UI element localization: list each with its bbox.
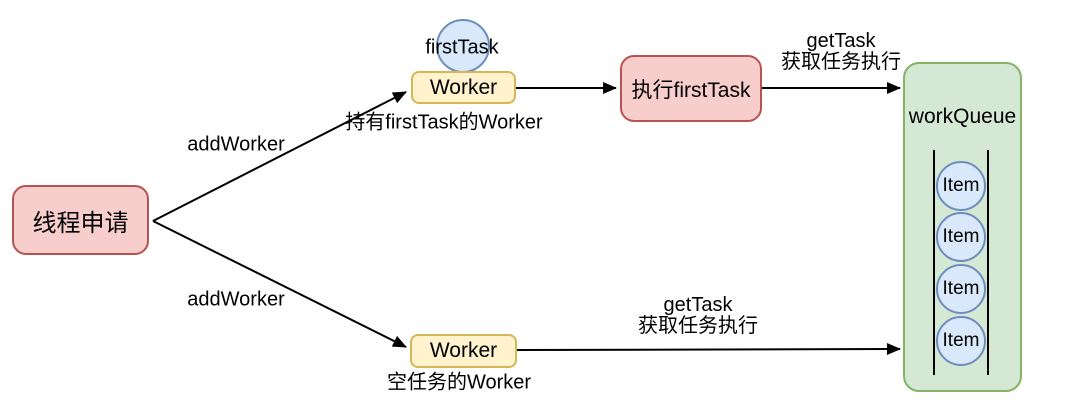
exec-first-task-node: 执行firstTask — [620, 55, 762, 122]
thread-request-node: 线程申请 — [12, 185, 149, 255]
edge-label-gettask-bottom: getTask 获取任务执行 — [638, 295, 758, 337]
edge-label-addworker-bottom: addWorker — [187, 288, 285, 311]
worker-bottom-node: Worker — [410, 334, 517, 368]
queue-item: Item — [936, 316, 986, 366]
queue-item: Item — [936, 212, 986, 262]
first-task-label: firstTask — [425, 36, 499, 59]
work-queue-label: workQueue — [908, 105, 1017, 128]
worker-top-node: Worker — [411, 71, 516, 104]
queue-item: Item — [936, 161, 986, 211]
arrow-gettask-bottom — [516, 343, 901, 356]
edge-label-gettask-top: getTask 获取任务执行 — [781, 31, 901, 73]
worker-bottom-caption: 空任务的Worker — [386, 371, 532, 394]
edge-label-addworker-top: addWorker — [187, 133, 285, 156]
edge-label-gettask-top-line2: 获取任务执行 — [781, 51, 901, 73]
edge-label-gettask-bottom-line2: 获取任务执行 — [638, 315, 758, 337]
edge-label-gettask-bottom-line1: getTask — [663, 294, 733, 316]
first-task-circle — [436, 19, 490, 73]
edge-label-gettask-top-line1: getTask — [806, 30, 876, 52]
worker-top-caption: 持有firstTask的Worker — [345, 111, 543, 134]
arrow-addworker-bottom — [152, 220, 407, 348]
queue-item: Item — [936, 264, 986, 314]
